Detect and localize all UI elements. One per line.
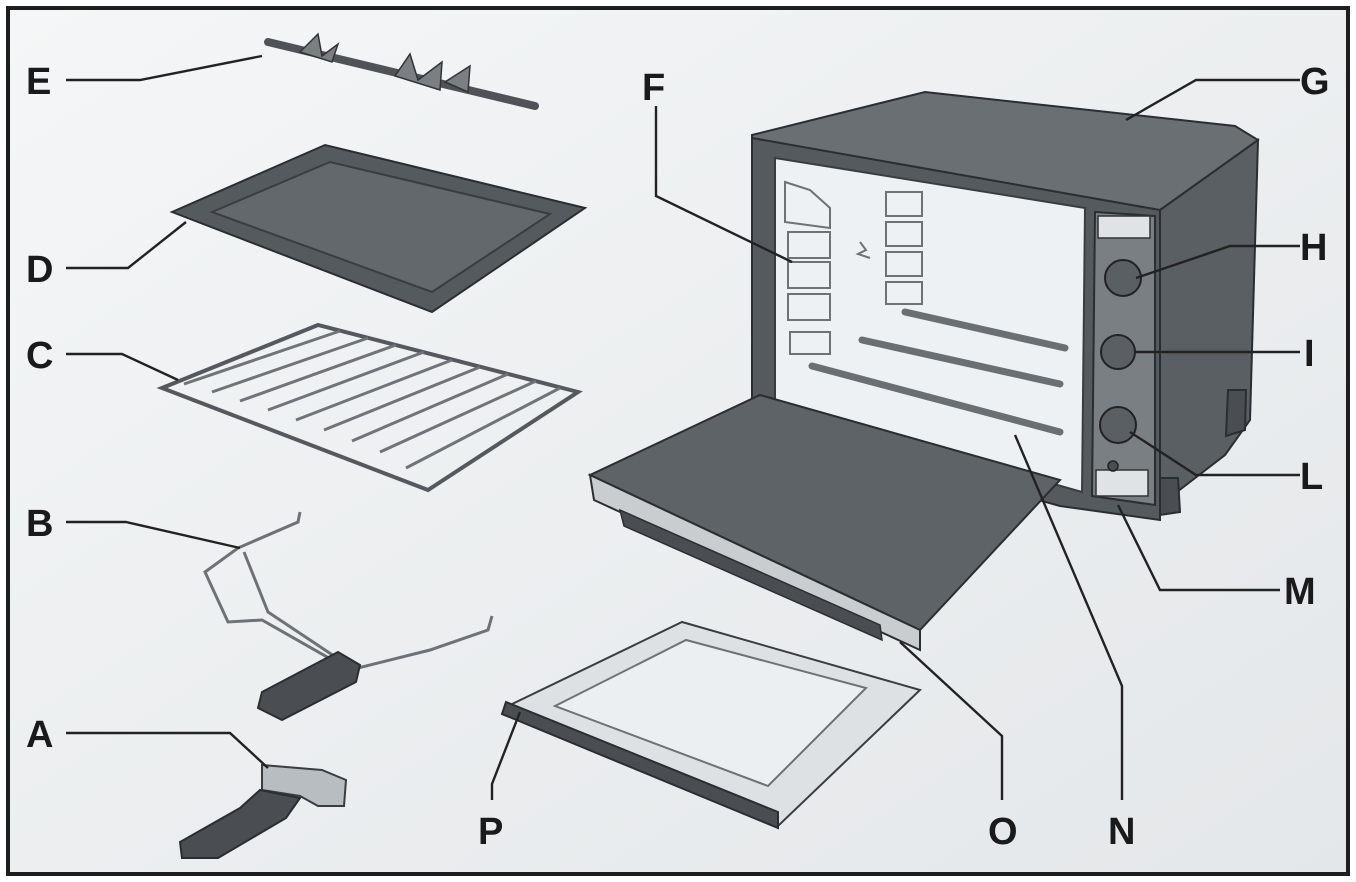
spit-handle bbox=[178, 763, 348, 859]
label-f: F bbox=[642, 67, 665, 109]
leader-h bbox=[1135, 244, 1300, 280]
leader-g bbox=[1125, 78, 1300, 122]
leader-lines bbox=[66, 54, 1300, 800]
leader-n bbox=[1013, 434, 1124, 800]
label-a: A bbox=[26, 714, 53, 756]
baking-tray bbox=[169, 143, 588, 314]
leader-b bbox=[66, 520, 241, 550]
leader-m bbox=[1116, 504, 1280, 592]
leader-e bbox=[66, 54, 263, 82]
label-l: L bbox=[1300, 456, 1323, 498]
label-o: O bbox=[988, 811, 1018, 853]
label-b: B bbox=[26, 503, 53, 545]
oven bbox=[587, 90, 1260, 652]
label-i: I bbox=[1304, 333, 1315, 375]
indicator-light bbox=[1107, 460, 1119, 472]
wire-rack bbox=[156, 322, 583, 493]
leader-l bbox=[1129, 430, 1300, 477]
function-knob bbox=[1100, 334, 1136, 370]
timer-knob bbox=[1099, 406, 1137, 444]
leader-c bbox=[66, 352, 179, 382]
label-p: P bbox=[478, 811, 503, 853]
label-n: N bbox=[1108, 811, 1135, 853]
crumb-tray bbox=[500, 620, 922, 830]
leader-p bbox=[490, 711, 522, 800]
label-g: G bbox=[1300, 61, 1330, 103]
label-e: E bbox=[26, 61, 51, 103]
label-c: C bbox=[26, 335, 53, 377]
label-d: D bbox=[26, 249, 53, 291]
tray-handle bbox=[203, 511, 494, 722]
label-h: H bbox=[1300, 227, 1327, 269]
oven-cavity bbox=[774, 156, 1087, 494]
leader-o bbox=[899, 641, 1004, 800]
leader-d bbox=[66, 221, 187, 270]
leader-a bbox=[66, 731, 269, 769]
rotisserie-spit bbox=[264, 32, 539, 110]
temperature-knob bbox=[1104, 259, 1142, 297]
label-m: M bbox=[1284, 571, 1316, 613]
leader-f bbox=[654, 106, 793, 264]
part-labels: E D C B A F G H I L M N O P bbox=[26, 61, 1330, 853]
